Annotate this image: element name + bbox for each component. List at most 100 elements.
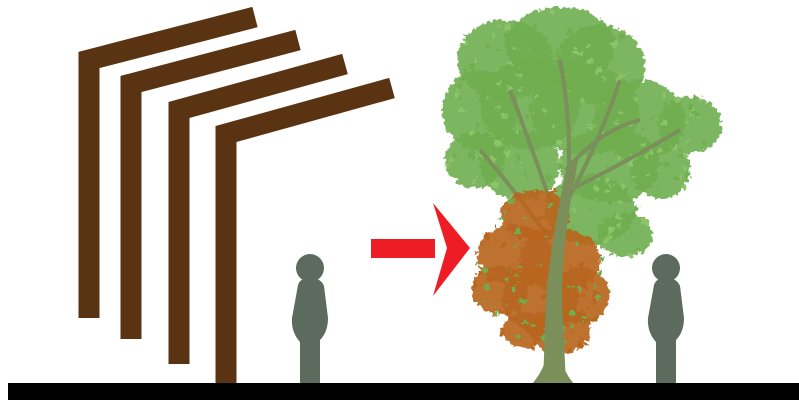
foliage-orange-leaf bbox=[511, 271, 517, 277]
foliage-green-leaf bbox=[514, 154, 519, 159]
foliage-green-leaf bbox=[520, 167, 522, 169]
foliage-orange-leaf bbox=[536, 230, 539, 233]
foliage-green-leaf bbox=[583, 195, 585, 197]
foliage-green-leaf bbox=[657, 147, 661, 151]
foliage-green-leaf bbox=[532, 112, 535, 115]
foliage-green-leaf bbox=[477, 181, 480, 184]
foliage-green-leaf bbox=[577, 76, 581, 80]
foliage-orange-leaf bbox=[532, 323, 536, 327]
foliage-orange-leaf bbox=[505, 278, 509, 282]
foliage-orange-leaf bbox=[515, 245, 517, 247]
foliage-green-leaf bbox=[598, 189, 602, 193]
foliage-green-leaf bbox=[586, 61, 588, 63]
foliage-green-leaf bbox=[682, 185, 686, 189]
foliage-green-leaf bbox=[637, 85, 640, 88]
foliage-green-leaf bbox=[632, 174, 636, 178]
foliage-green-leaf bbox=[575, 82, 578, 85]
foliage-orange-leaf bbox=[516, 309, 520, 313]
foliage-green-leaf bbox=[594, 239, 600, 245]
foliage-green-leaf bbox=[495, 144, 498, 147]
foliage-orange-leaf bbox=[505, 310, 510, 315]
foliage-green-leaf bbox=[469, 73, 471, 75]
foliage-orange-leaf bbox=[597, 295, 601, 299]
foliage-green-leaf bbox=[467, 65, 470, 68]
foliage-green-leaf bbox=[538, 139, 540, 141]
foliage-green-leaf bbox=[614, 146, 618, 150]
foliage-green-leaf bbox=[536, 60, 538, 62]
foliage-orange-leaf bbox=[518, 206, 521, 209]
foliage-green-leaf bbox=[616, 224, 620, 228]
foliage-orange-leaf bbox=[577, 236, 581, 240]
foliage-green-leaf bbox=[594, 32, 600, 38]
foliage-green-leaf bbox=[585, 192, 589, 196]
foliage-green-leaf bbox=[578, 51, 584, 57]
foliage-green-leaf bbox=[559, 164, 564, 169]
foliage-orange-leaf bbox=[503, 305, 505, 307]
foliage-orange-leaf bbox=[582, 295, 585, 298]
foliage-orange-leaf bbox=[563, 274, 566, 277]
foliage-green-leaf bbox=[590, 237, 592, 239]
foliage-green-leaf bbox=[527, 48, 530, 51]
foliage-orange-leaf bbox=[482, 267, 488, 273]
foliage-green-leaf bbox=[631, 213, 635, 217]
foliage-green-leaf bbox=[520, 160, 523, 163]
foliage-green-leaf bbox=[633, 97, 639, 103]
foliage-orange-leaf bbox=[548, 203, 554, 209]
foliage-orange-leaf bbox=[483, 299, 486, 302]
foliage-green-leaf bbox=[513, 68, 515, 70]
foliage-green-leaf bbox=[609, 185, 611, 187]
foliage-green-leaf bbox=[525, 57, 530, 62]
foliage-green-leaf bbox=[545, 116, 548, 119]
foliage-orange-leaf bbox=[590, 279, 593, 282]
foliage-green-leaf bbox=[633, 206, 638, 211]
foliage-orange-leaf bbox=[580, 310, 583, 313]
foliage-green-leaf bbox=[525, 116, 529, 120]
foliage-green-leaf bbox=[516, 136, 518, 138]
foliage-green-leaf bbox=[615, 213, 621, 219]
foliage-orange-leaf bbox=[577, 286, 582, 291]
foliage-green-leaf bbox=[645, 155, 650, 160]
foliage-orange-leaf bbox=[577, 293, 581, 297]
foliage-orange-leaf bbox=[569, 263, 574, 268]
foliage-orange-leaf bbox=[566, 324, 569, 327]
foliage-green-leaf bbox=[484, 44, 489, 49]
person-silhouette-left bbox=[292, 254, 328, 386]
foliage-green-leaf bbox=[618, 157, 621, 160]
foliage-green-leaf bbox=[588, 208, 592, 212]
foliage-green-leaf bbox=[517, 74, 521, 78]
foliage-green-leaf bbox=[534, 24, 538, 28]
foliage-green-leaf bbox=[469, 153, 475, 159]
foliage-orange-leaf bbox=[533, 314, 538, 319]
foliage-green-leaf bbox=[656, 185, 659, 188]
foliage-green-leaf bbox=[619, 34, 625, 40]
foliage-green-leaf bbox=[603, 226, 606, 229]
foliage-green-leaf bbox=[661, 118, 663, 120]
foliage-orange-leaf bbox=[568, 287, 571, 290]
foliage-orange-leaf bbox=[495, 238, 498, 241]
foliage-orange-leaf bbox=[573, 321, 576, 324]
foliage-orange-leaf bbox=[581, 338, 584, 341]
foliage-green-leaf bbox=[523, 90, 528, 95]
foliage-green-leaf bbox=[580, 98, 585, 103]
foliage-green-leaf bbox=[702, 142, 707, 147]
foliage-green-leaf bbox=[567, 28, 573, 34]
foliage-orange-leaf bbox=[539, 315, 544, 320]
foliage-orange-leaf bbox=[531, 238, 533, 240]
foliage-green-leaf bbox=[548, 58, 554, 64]
foliage-orange-leaf bbox=[598, 270, 602, 274]
foliage-green-leaf bbox=[587, 59, 592, 64]
foliage-green-leaf bbox=[540, 140, 542, 142]
foliage-green-leaf bbox=[596, 192, 600, 196]
foliage-orange-leaf bbox=[569, 306, 573, 310]
foliage-green-leaf bbox=[457, 85, 461, 89]
foliage-green-leaf bbox=[621, 184, 627, 190]
foliage-green-leaf bbox=[518, 86, 523, 91]
foliage-orange-leaf bbox=[487, 287, 491, 291]
foliage-green-leaf bbox=[473, 69, 477, 73]
foliage-green-leaf bbox=[603, 101, 607, 105]
foliage-green-leaf bbox=[450, 157, 454, 161]
foliage-green-leaf bbox=[602, 78, 606, 82]
foliage-green-leaf bbox=[576, 107, 580, 111]
foliage-green-leaf bbox=[637, 238, 640, 241]
foliage-green-leaf bbox=[508, 60, 513, 65]
